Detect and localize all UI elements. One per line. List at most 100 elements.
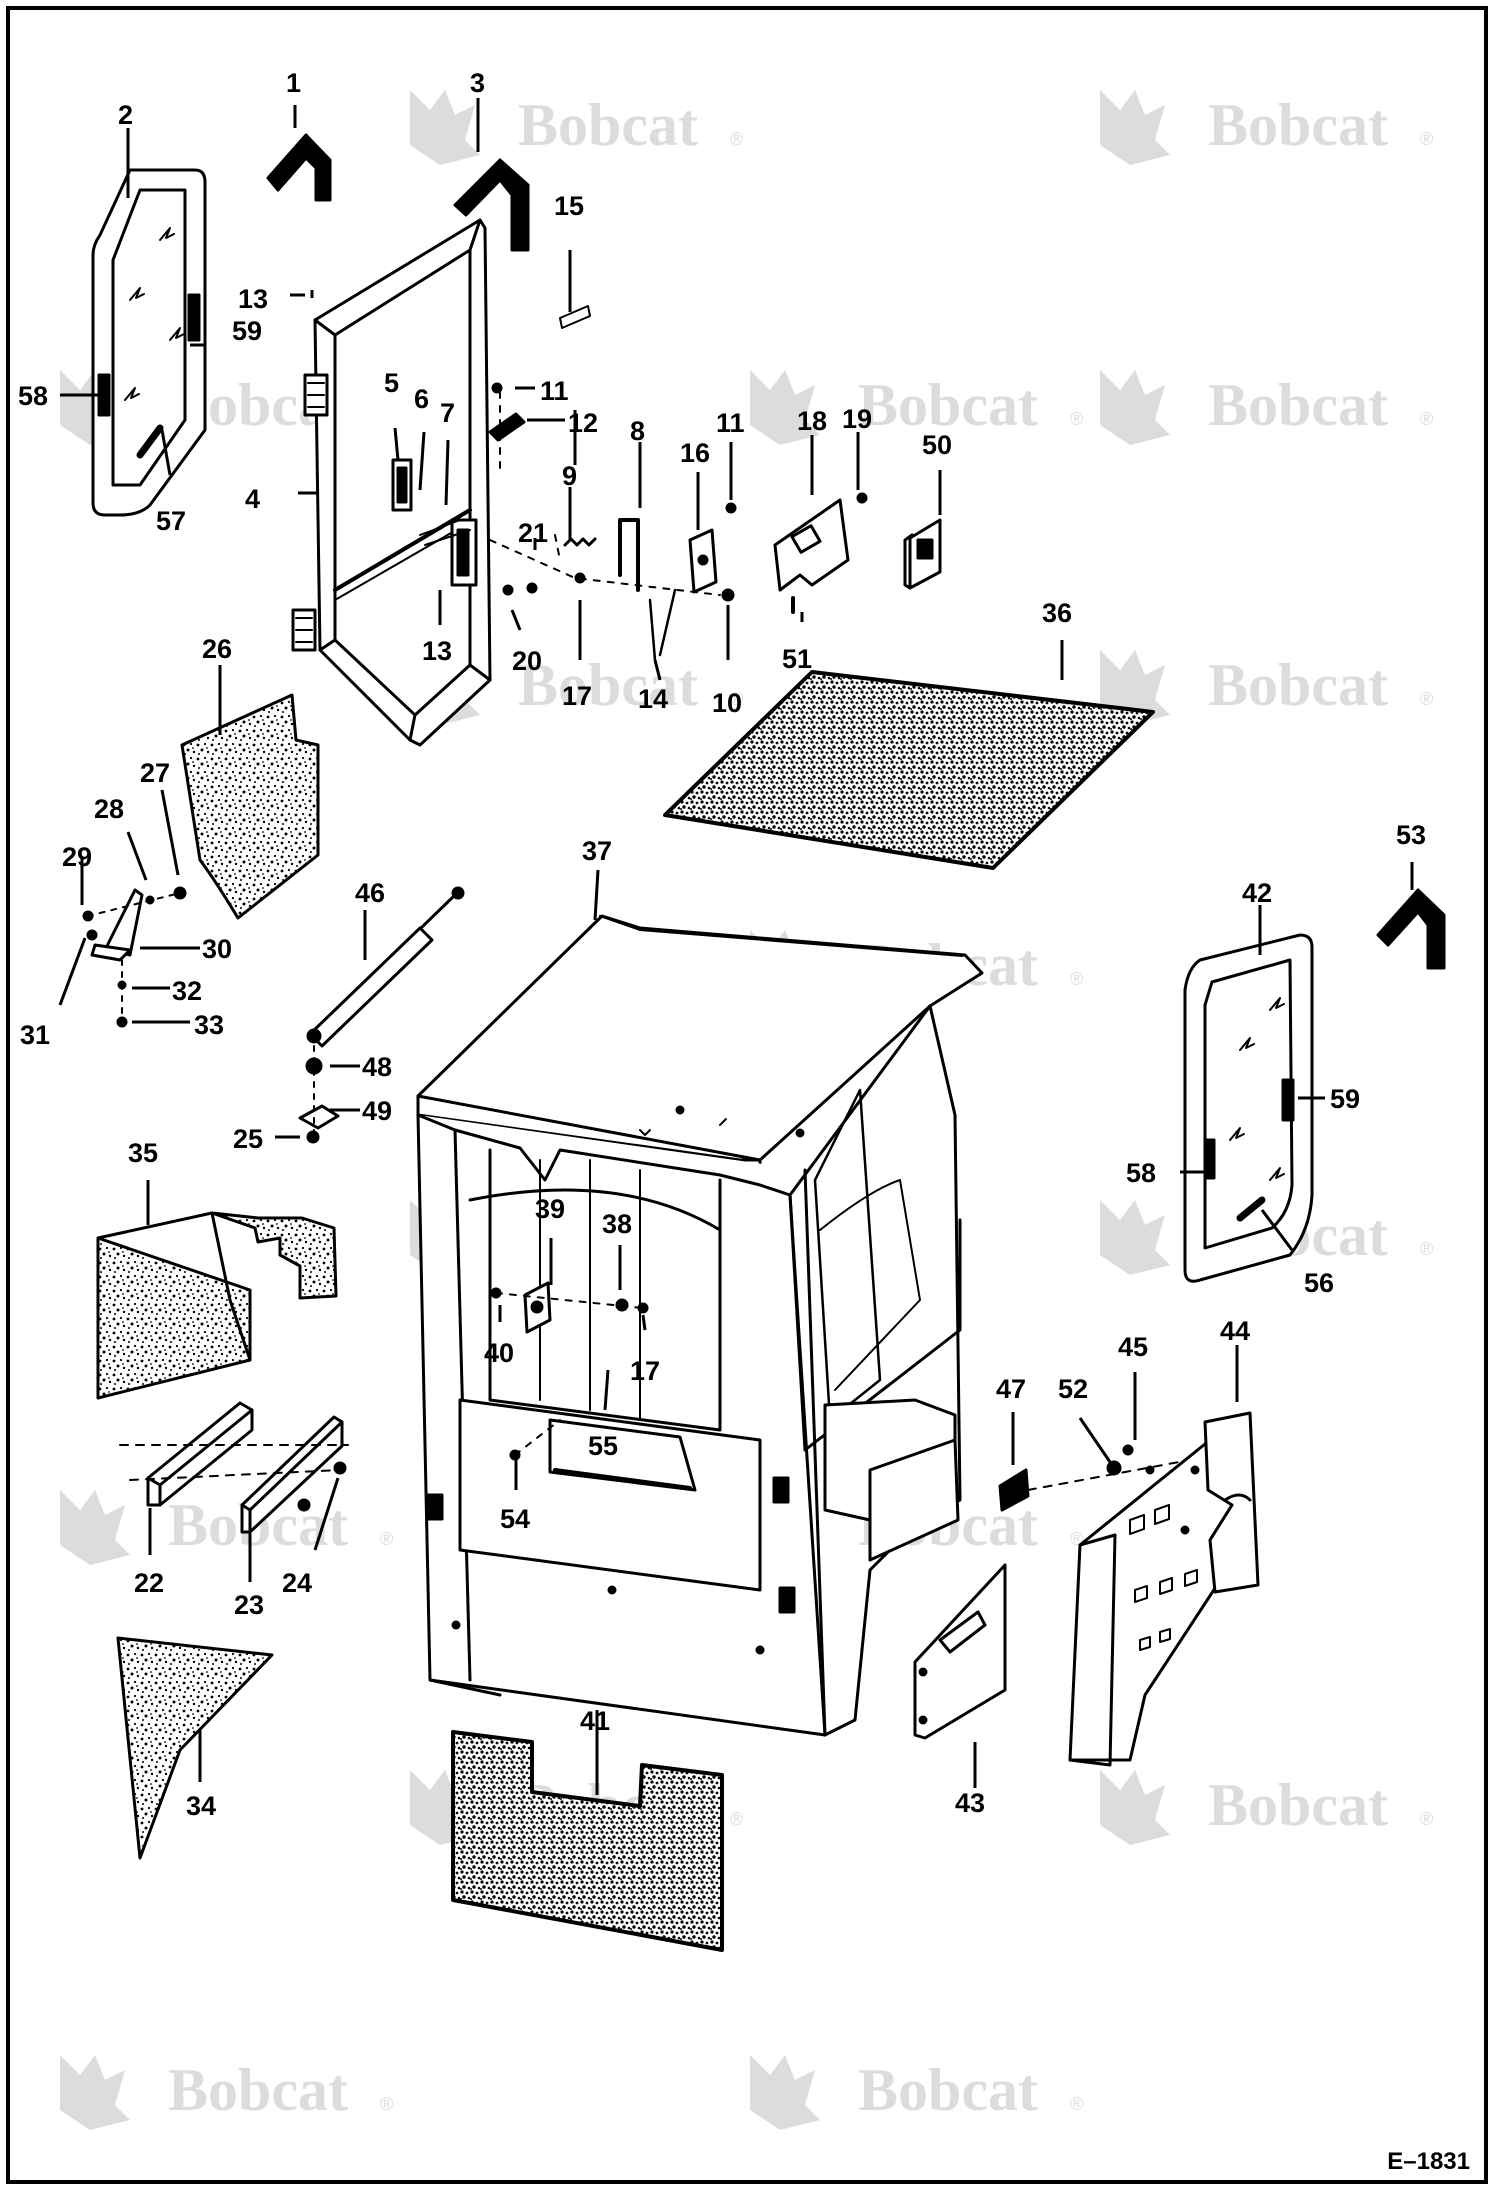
watermark-text: Bobcat	[1208, 92, 1388, 158]
watermark-registered-mark: ®	[1420, 1239, 1433, 1259]
part-59-latch	[187, 293, 201, 342]
watermark-registered-mark: ®	[730, 129, 743, 149]
callout-5: 5	[384, 368, 399, 398]
callout-45: 45	[1118, 1332, 1148, 1362]
callout-10: 10	[712, 688, 742, 718]
bobcat-logo-icon	[750, 2055, 820, 2130]
callout-7: 7	[440, 398, 455, 428]
callout-53: 53	[1396, 820, 1426, 850]
part-44-side-panel	[1068, 1411, 1260, 1767]
callout-19: 19	[842, 404, 872, 434]
callout-23: 23	[234, 1590, 264, 1620]
bobcat-watermark: Bobcat ®	[1100, 1770, 1433, 1845]
watermark-text: Bobcat	[518, 92, 698, 158]
part-43-bracket	[913, 1563, 1007, 1740]
callout-36: 36	[1042, 598, 1072, 628]
callout-26: 26	[202, 634, 232, 664]
callout-39: 39	[535, 1194, 565, 1224]
bobcat-watermark: Bobcat®	[60, 2055, 393, 2130]
part-41-floor-mat	[451, 1730, 724, 1952]
callout-34: 34	[186, 1791, 216, 1821]
callout-labels: 1 2 3 4 5 6 7 8 9 10 11 11 12 13 13 14 1…	[18, 68, 1426, 1821]
watermark-registered-mark: ®	[380, 1529, 393, 1549]
callout-48: 48	[362, 1052, 392, 1082]
watermark-text: Bobcat	[858, 372, 1038, 438]
callout-12: 12	[568, 408, 598, 438]
bobcat-logo-icon	[1100, 90, 1170, 165]
callout-16: 16	[680, 438, 710, 468]
callout-9: 9	[562, 461, 577, 491]
part-1-edge-trim	[266, 133, 332, 202]
watermark-registered-mark: ®	[730, 1809, 743, 1829]
figure-reference: E–1831	[1387, 2148, 1470, 2175]
part-37-cab	[416, 914, 984, 1737]
watermark-registered-mark: ®	[1420, 409, 1433, 429]
callout-1: 1	[286, 68, 301, 98]
callout-38: 38	[602, 1209, 632, 1239]
watermark-registered-mark: ®	[730, 689, 743, 709]
bobcat-logo-icon	[60, 1490, 130, 1565]
watermark-text: Bobcat	[1208, 1772, 1388, 1838]
watermark-registered-mark: ®	[1420, 129, 1433, 149]
part-21-washer	[526, 582, 538, 594]
callout-55: 55	[588, 1431, 618, 1461]
part-12-striker	[488, 412, 526, 442]
part-57-handle	[136, 424, 164, 459]
callout-13b: 13	[422, 636, 452, 666]
callout-27: 27	[140, 758, 170, 788]
callout-25: 25	[233, 1124, 263, 1154]
callout-8: 8	[630, 416, 645, 446]
callout-30: 30	[202, 934, 232, 964]
bobcat-watermark: Bobcat ®	[1100, 90, 1433, 165]
callout-44: 44	[1220, 1316, 1250, 1346]
callout-29: 29	[62, 842, 92, 872]
callout-41: 41	[580, 1706, 610, 1736]
bobcat-logo-icon	[750, 370, 820, 445]
callout-14: 14	[638, 684, 668, 714]
callout-13: 13	[238, 284, 268, 314]
watermark-registered-mark: ®	[1070, 409, 1083, 429]
callout-4: 4	[245, 484, 260, 514]
callout-2: 2	[118, 100, 133, 130]
callout-18: 18	[797, 406, 827, 436]
watermark-registered-mark: ®	[1070, 2094, 1083, 2114]
callout-40: 40	[484, 1338, 514, 1368]
callout-54: 54	[500, 1504, 530, 1534]
callout-33: 33	[194, 1010, 224, 1040]
callout-24: 24	[282, 1568, 312, 1598]
watermark-text: Bobcat	[858, 2057, 1038, 2123]
part-3-edge-trim	[453, 158, 530, 252]
bobcat-watermark: Bobcat ®	[750, 2055, 1083, 2130]
bobcat-logo-icon	[1100, 1200, 1170, 1275]
watermark-registered-mark: ®	[1420, 689, 1433, 709]
callout-6: 6	[414, 384, 429, 414]
callout-21: 21	[518, 518, 548, 548]
part-31-washer	[86, 929, 98, 941]
part-15-decal	[559, 305, 591, 329]
callout-37: 37	[582, 836, 612, 866]
callout-47: 47	[996, 1374, 1026, 1404]
part-19-nut	[856, 492, 868, 504]
part-20-nut	[502, 584, 514, 596]
callout-31: 31	[20, 1020, 50, 1050]
callout-42: 42	[1242, 878, 1272, 908]
part-24-nut	[333, 1461, 347, 1475]
part-34-insulation	[116, 1636, 274, 1860]
callout-32: 32	[172, 976, 202, 1006]
watermark-registered-mark: ®	[1420, 1809, 1433, 1829]
bobcat-logo-icon	[1100, 1770, 1170, 1845]
part-47-switch	[998, 1468, 1030, 1512]
callout-11: 11	[540, 376, 569, 406]
callout-51: 51	[782, 644, 812, 674]
watermark-text: Bobcat	[1208, 372, 1388, 438]
watermark-text: Bobcat	[518, 652, 698, 718]
bobcat-logo-icon	[410, 90, 480, 165]
part-35-insulation	[96, 1211, 338, 1400]
watermark-text: Bobcat	[168, 2057, 348, 2123]
callout-22: 22	[134, 1568, 164, 1598]
bobcat-watermark: Bobcat ®	[410, 90, 743, 165]
callout-58: 58	[18, 381, 48, 411]
bobcat-watermark: Bobcat ®	[1100, 370, 1433, 445]
callout-20: 20	[512, 646, 542, 676]
